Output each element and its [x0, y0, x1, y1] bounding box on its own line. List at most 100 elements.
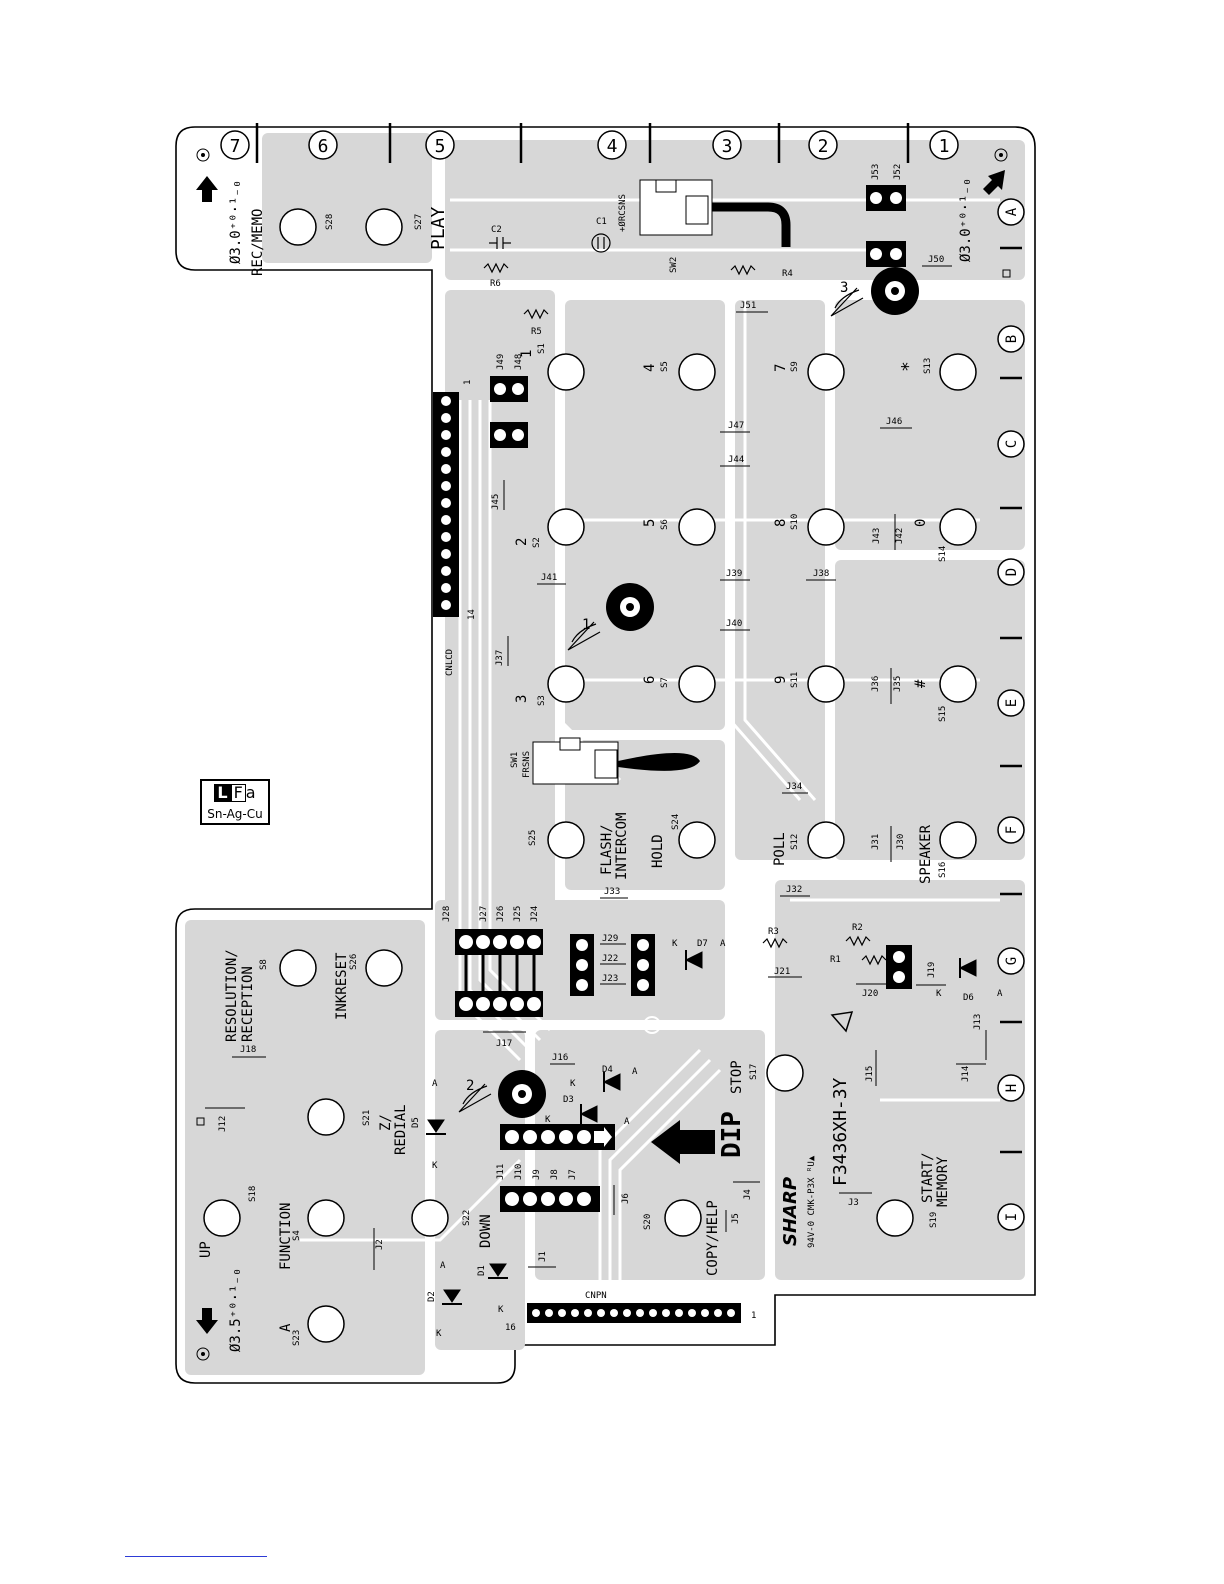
- svg-text:S5: S5: [660, 361, 670, 372]
- svg-text:1: 1: [751, 1311, 756, 1321]
- screw-icon: [830, 287, 864, 317]
- row-A: A: [1004, 207, 1020, 216]
- key-memory: MEMORY: [935, 1156, 951, 1207]
- key-z: Z/: [378, 1114, 394, 1131]
- svg-text:J38: J38: [813, 569, 829, 579]
- lf-l: L: [214, 784, 231, 802]
- svg-text:S2: S2: [532, 537, 542, 548]
- svg-text:J15: J15: [865, 1066, 875, 1082]
- key-labels: REC/MEMO PLAY RESOLUTION/ RECEPTION INKR…: [198, 206, 951, 1332]
- svg-text:S6: S6: [660, 519, 670, 530]
- svg-text:A: A: [720, 939, 726, 949]
- svg-text:J32: J32: [786, 885, 802, 895]
- svg-text:14: 14: [467, 609, 477, 620]
- svg-text:S10: S10: [790, 514, 800, 530]
- key-4: 4: [642, 364, 658, 372]
- key-speaker: SPEAKER: [918, 824, 934, 884]
- svg-text:S20: S20: [643, 1214, 653, 1230]
- arrows: [196, 170, 1005, 1334]
- svg-text:S14: S14: [938, 546, 948, 562]
- svg-text:J30: J30: [896, 834, 906, 850]
- svg-text:J7: J7: [568, 1169, 578, 1180]
- zone-5: 5: [435, 136, 446, 157]
- key-1: 1: [519, 350, 535, 358]
- svg-text:J35: J35: [893, 676, 903, 692]
- svg-text:J6: J6: [621, 1193, 631, 1204]
- svg-text:J49: J49: [496, 354, 506, 370]
- row-H: H: [1004, 1084, 1020, 1092]
- svg-text:J44: J44: [728, 455, 744, 465]
- zone-4: 4: [607, 136, 618, 157]
- svg-text:S21: S21: [362, 1110, 372, 1126]
- svg-text:+ØRCSNS: +ØRCSNS: [617, 194, 628, 232]
- svg-text:J33: J33: [604, 887, 620, 897]
- screw-icon: [567, 621, 601, 651]
- svg-text:R4: R4: [782, 269, 793, 279]
- lf-f: F: [230, 784, 246, 802]
- svg-text:K: K: [672, 939, 678, 949]
- svg-text:A: A: [432, 1079, 438, 1089]
- brand-mark: SHARP: [780, 1177, 801, 1246]
- key-reception: RECEPTION: [240, 966, 256, 1042]
- svg-text:S3: S3: [537, 695, 547, 706]
- svg-text:S28: S28: [325, 214, 335, 230]
- key-9: 9: [773, 676, 789, 684]
- row-E: E: [1004, 699, 1020, 707]
- key-down: DOWN: [478, 1214, 494, 1248]
- svg-text:J8: J8: [550, 1169, 560, 1180]
- svg-text:K: K: [936, 989, 942, 999]
- svg-text:J48: J48: [514, 354, 524, 370]
- svg-text:J5: J5: [731, 1213, 741, 1224]
- svg-text:J47: J47: [728, 421, 744, 431]
- ul-mark: ᴿU▲: [807, 1155, 817, 1172]
- svg-text:K: K: [432, 1161, 438, 1171]
- svg-text:J40: J40: [726, 619, 742, 629]
- key-a: A: [278, 1323, 294, 1332]
- row-C: C: [1004, 440, 1020, 448]
- key-3: 3: [514, 695, 530, 703]
- svg-text:J46: J46: [886, 417, 902, 427]
- key-8: 8: [773, 519, 789, 527]
- board-markings: SHARP 94V-0 CMK-P3X ᴿU▲ F3436XH-3Y: [780, 1011, 854, 1248]
- svg-text:D5: D5: [411, 1117, 421, 1128]
- row-I: I: [1004, 1213, 1020, 1221]
- key-6: 6: [642, 676, 658, 684]
- screw-icons: 1 2 3: [458, 280, 864, 1113]
- svg-text:J10: J10: [514, 1164, 524, 1180]
- svg-text:R6: R6: [490, 279, 501, 289]
- zone-3: 3: [722, 136, 733, 157]
- screw-icon: [458, 1083, 492, 1113]
- dip-label: DIP: [717, 1111, 747, 1158]
- svg-text:D4: D4: [602, 1065, 613, 1075]
- svg-text:J20: J20: [862, 989, 878, 999]
- key-0: 0: [913, 519, 929, 527]
- zone-1: 1: [939, 136, 950, 157]
- svg-text:J16: J16: [552, 1053, 568, 1063]
- svg-text:K: K: [545, 1115, 551, 1125]
- svg-text:S1: S1: [537, 343, 547, 354]
- jumper-blocks: [455, 185, 912, 1212]
- svg-text:J29: J29: [602, 934, 618, 944]
- key-copy-help: COPY/HELP: [705, 1200, 721, 1276]
- row-D: D: [1004, 568, 1020, 576]
- svg-text:J2: J2: [375, 1239, 385, 1250]
- svg-text:J11: J11: [496, 1164, 506, 1180]
- jumper-labels: J1 J2 J3 J4 J5 J6 J7 J8 J9 J10 J11 J12 J…: [205, 164, 987, 1270]
- svg-text:1: 1: [463, 380, 473, 385]
- svg-text:S25: S25: [528, 830, 538, 846]
- hole-labels: Ø3.0⁺⁰·¹₋₀ Ø3.0⁺⁰·¹₋₀ Ø3.5⁺⁰·¹₋₀: [228, 178, 974, 1352]
- svg-text:J41: J41: [541, 573, 557, 583]
- sensor-switches: [532, 179, 713, 785]
- svg-text:J51: J51: [740, 301, 756, 311]
- svg-text:D2: D2: [427, 1291, 437, 1302]
- svg-text:S11: S11: [790, 672, 800, 688]
- svg-text:J3: J3: [848, 1198, 859, 1208]
- svg-text:J9: J9: [532, 1169, 542, 1180]
- svg-text:FRSNS: FRSNS: [522, 751, 532, 778]
- svg-text:J34: J34: [786, 782, 802, 792]
- dip-arrow-icon: [651, 1120, 715, 1164]
- key-play: PLAY: [428, 206, 449, 250]
- svg-text:D6: D6: [963, 993, 974, 1003]
- screw-bosses: [498, 267, 919, 1118]
